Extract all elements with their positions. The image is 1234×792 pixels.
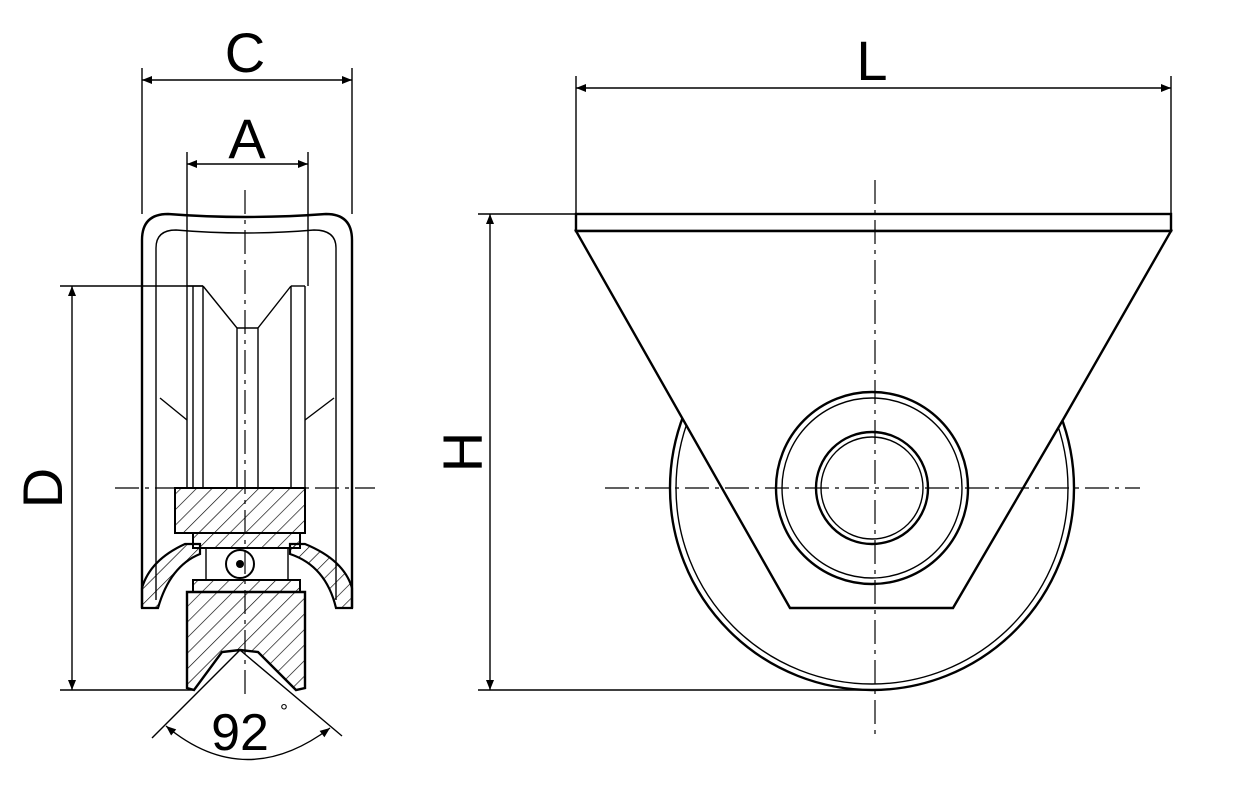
dimension-d-label: D	[11, 468, 74, 508]
bracket-outer	[140, 212, 354, 608]
groove-angle: 92 °	[151, 649, 343, 762]
left-cover	[140, 542, 202, 610]
dimension-c-label: C	[225, 21, 265, 84]
hub-section	[174, 487, 307, 692]
dimension-d: D	[11, 285, 203, 691]
top-plate	[574, 212, 1173, 233]
dimension-h-label: H	[431, 432, 494, 472]
dimension-l-label: L	[856, 29, 887, 92]
dimension-h: H	[431, 213, 872, 691]
angle-value: 92	[211, 704, 269, 762]
right-cover	[288, 542, 354, 610]
angle-unit: °	[280, 701, 288, 723]
dimension-a: A	[186, 107, 309, 286]
dimension-c: C	[141, 21, 353, 214]
front-view	[573, 180, 1174, 740]
side-section-view	[115, 190, 375, 700]
wheel-profile	[159, 285, 335, 488]
dimension-a-label: A	[228, 107, 266, 170]
dimension-l: L	[575, 29, 1172, 214]
